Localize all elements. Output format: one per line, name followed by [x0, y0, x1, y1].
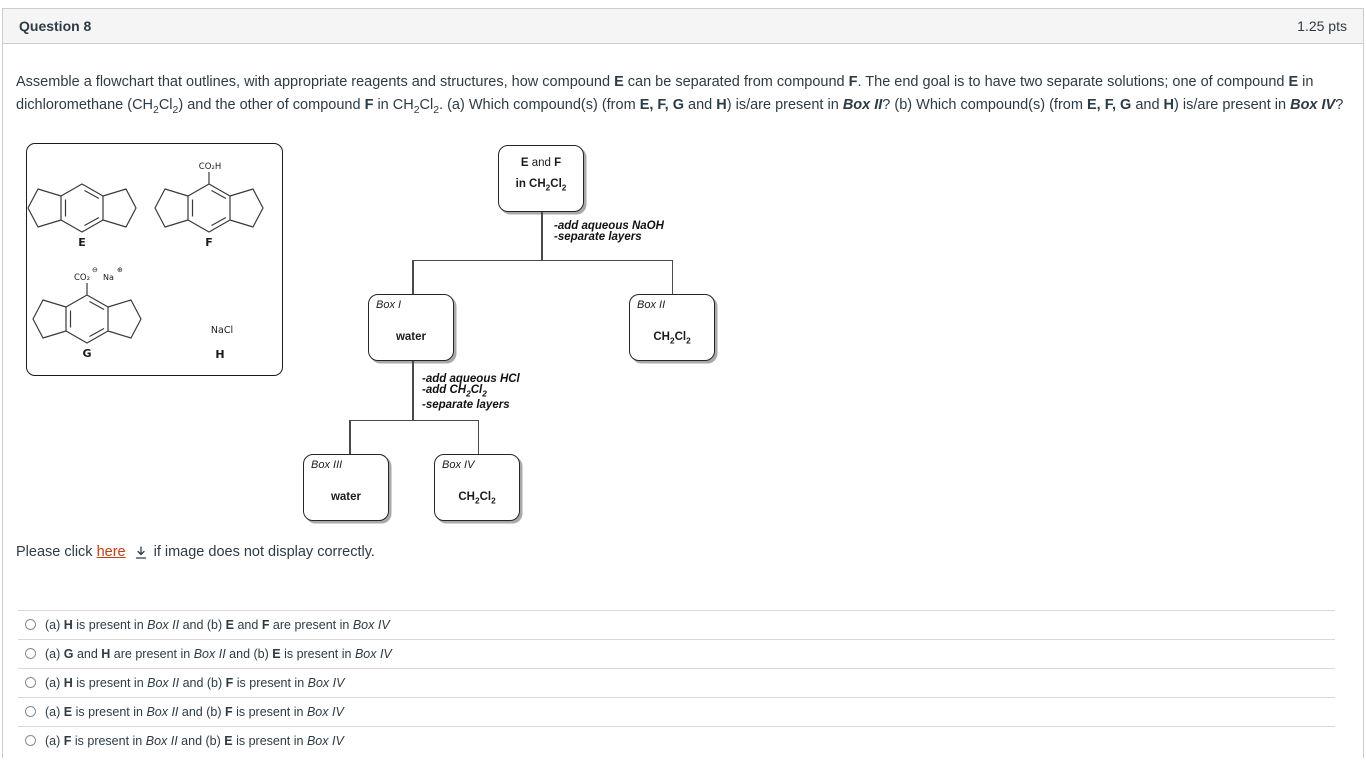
answer-option-2[interactable]: (a) G and H are present in Box II and (b…	[18, 638, 1335, 668]
structure-F: CO₂H F	[154, 162, 264, 249]
connector-branch2-left	[349, 419, 351, 454]
step2-line3: -separate layers	[422, 399, 510, 412]
connector-boxI-vertical	[412, 360, 414, 420]
radio-button[interactable]	[25, 619, 36, 631]
step1-line1: -add aqueous NaOH	[554, 219, 664, 232]
answer-label: (a) H is present in Box II and (b) F is …	[45, 675, 345, 690]
structure-G: CO₂ ⊖ Na ⊕ G	[32, 266, 142, 360]
connector-branch2-right	[477, 419, 479, 454]
structure-E-label: E	[78, 236, 86, 249]
note-prefix: Please click	[16, 543, 93, 560]
answer-option-4[interactable]: (a) E is present in Box II and (b) F is …	[18, 696, 1335, 726]
structure-E-double-bonds	[64, 189, 100, 226]
answer-option-1[interactable]: (a) H is present in Box II and (b) E and…	[18, 609, 1335, 639]
answer-label: (a) H is present in Box II and (b) E and…	[45, 617, 390, 632]
plus-charge-icon: ⊕	[117, 266, 123, 274]
step2-line1: -add aqueous HCl	[422, 372, 520, 385]
answer-label: (a) E is present in Box II and (b) F is …	[45, 704, 344, 719]
structure-H-label: H	[215, 348, 224, 361]
step1-line2: -separate layers	[554, 231, 642, 244]
structure-G-carboxylate: CO₂	[74, 273, 90, 283]
structure-F-substituent: CO₂H	[199, 162, 221, 172]
box-III-label: Box III	[311, 458, 343, 471]
box-IV-label: Box IV	[442, 458, 475, 471]
question-panel: Question 8 1.25 pts Assemble a flowchart…	[2, 8, 1364, 758]
question-text: Assemble a flowchart that outlines, with…	[16, 74, 1344, 116]
connector-top-vertical	[541, 211, 543, 260]
radio-button[interactable]	[25, 648, 36, 660]
connector-branch1-left	[412, 259, 414, 294]
flowchart-box-I: Box I water	[368, 293, 454, 361]
structure-G-label: G	[82, 347, 91, 360]
box-III-content: water	[330, 490, 362, 503]
structure-E: E	[27, 183, 137, 249]
radio-button[interactable]	[25, 677, 36, 689]
radio-button[interactable]	[25, 735, 36, 747]
connector-branch1-horizontal	[412, 259, 673, 262]
answer-label: (a) F is present in Box II and (b) E is …	[45, 733, 344, 748]
question-title: Question 8	[19, 18, 92, 34]
note-suffix: if image does not display correctly.	[153, 543, 375, 560]
structure-G-counterion: Na	[103, 273, 114, 282]
question-points: 1.25 pts	[1297, 18, 1347, 34]
box-II-content: CH2Cl2	[653, 330, 691, 346]
question-figure: E CO₂H F CO₂ ⊖ Na	[16, 136, 1350, 528]
answer-option-3[interactable]: (a) H is present in Box II and (b) F is …	[18, 667, 1335, 697]
structure-G-skeleton	[32, 282, 142, 344]
flowchart-box-IV: Box IV CH2Cl2	[434, 453, 520, 521]
flowchart-step2-annotation: -add aqueous HCl -add CH2Cl2 -separate l…	[422, 372, 520, 412]
question-header: Question 8 1.25 pts	[3, 9, 1363, 44]
structure-F-double-bonds	[191, 189, 227, 226]
box-IV-content: CH2Cl2	[458, 490, 496, 506]
step2-line2: -add CH2Cl2	[422, 384, 487, 399]
box-II-label: Box II	[637, 298, 666, 311]
compound-structures-box: E CO₂H F CO₂ ⊖ Na	[26, 142, 283, 376]
structure-G-double-bonds	[69, 300, 105, 337]
flowchart-start-line1: E and F	[520, 156, 562, 169]
structure-H: NaCl H	[211, 325, 233, 361]
answer-label: (a) G and H are present in Box II and (b…	[45, 646, 392, 661]
structure-E-skeleton	[27, 183, 137, 233]
connector-branch1-right	[671, 259, 673, 294]
flowchart-box-II: Box II CH2Cl2	[629, 293, 715, 361]
question-body: Assemble a flowchart that outlines, with…	[3, 71, 1363, 755]
structure-F-label: F	[205, 236, 213, 249]
flowchart-box-III: Box III water	[303, 453, 389, 521]
flowchart-start-line2: in CH2Cl2	[515, 177, 567, 193]
box-I-content: water	[395, 330, 427, 343]
radio-button[interactable]	[25, 706, 36, 718]
download-icon[interactable]	[134, 546, 148, 560]
connector-branch2-horizontal	[349, 419, 479, 422]
compound-structures-drawing: E CO₂H F CO₂ ⊖ Na	[27, 162, 264, 361]
flowchart-box-start: E and F in CH2Cl2	[498, 144, 584, 212]
box-I-label: Box I	[376, 298, 402, 311]
answer-option-5[interactable]: (a) F is present in Box II and (b) E is …	[18, 725, 1335, 755]
minus-charge-icon: ⊖	[92, 266, 98, 274]
structure-F-skeleton	[154, 171, 264, 233]
image-download-link[interactable]: here	[96, 543, 126, 560]
flowchart-step1-annotation: -add aqueous NaOH -separate layers	[554, 219, 664, 244]
structure-H-formula: NaCl	[211, 325, 233, 336]
image-fallback-note: Please click here if image does not disp…	[16, 544, 1350, 560]
answer-options: (a) H is present in Box II and (b) E and…	[18, 609, 1335, 755]
